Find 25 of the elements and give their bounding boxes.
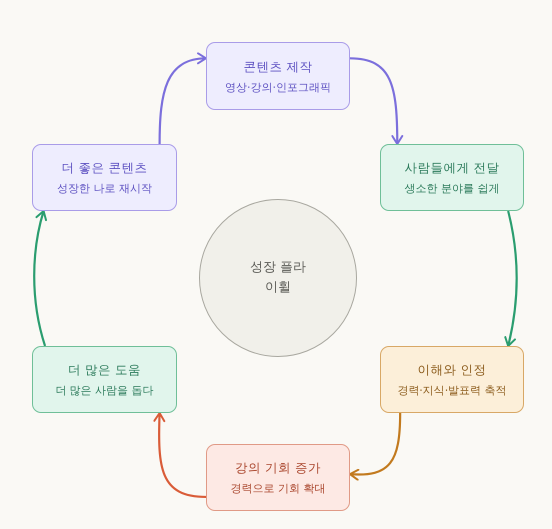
process-box [380,346,524,413]
arrow [504,210,518,347]
node-title: 더 많은 도움 [68,361,141,378]
node-subtitle: 영상·강의·인포그래픽 [225,80,331,94]
node-title: 더 좋은 콘텐츠 [62,159,148,176]
process-box [380,144,524,211]
process-box [206,42,350,110]
node-subtitle: 생소한 분야를 쉽게 [404,181,500,196]
node-title: 강의 기회 증가 [235,459,321,476]
node-subtitle: 성장한 나로 재시작 [57,181,152,196]
node-title: 사람들에게 전달 [404,159,500,176]
arrow [153,412,206,498]
arrow [158,52,207,144]
node-subtitle: 더 많은 사람을 돕다 [55,383,154,398]
node-title: 콘텐츠 제작 [244,58,312,74]
arrow [350,57,404,145]
process-box [32,144,177,211]
node-subtitle: 경력·지식·발표력 축적 [397,383,507,398]
arrow [349,412,402,480]
process-box [206,444,350,511]
process-box [32,346,177,413]
node-title: 이해와 인정 [418,361,486,378]
node-title: 성장 플라이휠 [248,259,308,297]
node-subtitle: 경력으로 기회 확대 [230,481,326,496]
arrow [33,210,48,346]
